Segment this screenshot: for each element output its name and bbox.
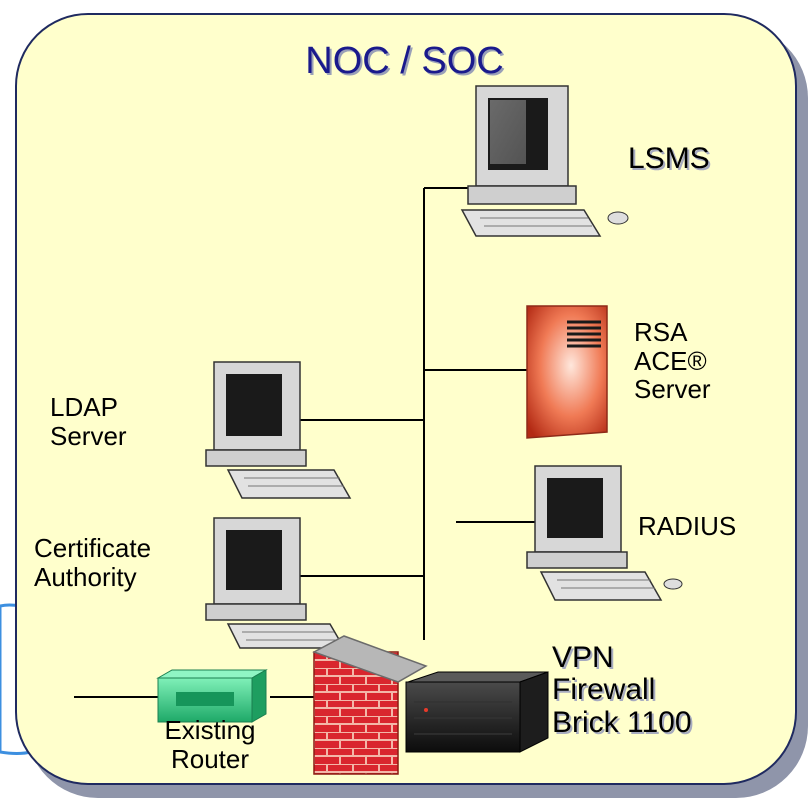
router-label-line-1: Existing [164, 715, 256, 745]
network-links [74, 187, 540, 698]
ca-label: Certificate Authority [34, 534, 151, 591]
rsa-label-line-2: ACE® [634, 345, 707, 376]
ldap-computer-icon [205, 361, 352, 499]
router-icon [156, 669, 268, 723]
ca-label-line-2: Authority [34, 561, 137, 592]
router-label: Existing Router [140, 716, 280, 773]
ca-label-line-1: Certificate [34, 533, 152, 563]
radius-computer-icon [526, 465, 683, 601]
vpn-label: VPN Firewall Brick 1100 [552, 641, 692, 739]
vpn-label-line-2: Firewall [552, 673, 656, 707]
firewall-icon [312, 635, 428, 775]
ldap-label-line-2: Server [50, 420, 127, 451]
router-label-line-2: Router [170, 743, 250, 774]
ldap-label: LDAP Server [50, 393, 127, 450]
rsa-label-line-3: Server [634, 374, 711, 405]
ca-computer-icon [205, 517, 346, 649]
page-title: NOC / SOC [305, 40, 504, 82]
vpn-appliance-icon [405, 671, 549, 753]
rsa-label: RSA ACE® Server [634, 318, 711, 404]
lsms-computer-icon [460, 85, 629, 237]
vpn-label-line-3: Brick 1100 [552, 705, 692, 739]
radius-label: RADIUS [638, 511, 737, 541]
rsa-label-line-1: RSA [634, 317, 688, 347]
rsa-server-icon [526, 305, 608, 439]
vpn-label-line-1: VPN [552, 641, 614, 674]
ldap-label-line-1: LDAP [50, 392, 118, 422]
lsms-label: LSMS [628, 142, 710, 175]
